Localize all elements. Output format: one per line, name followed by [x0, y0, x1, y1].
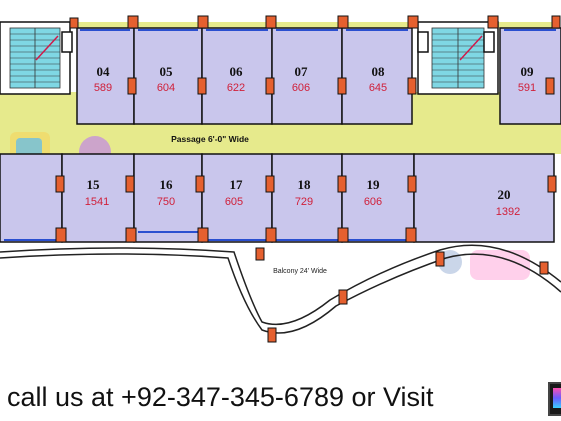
unit-number: 04: [97, 64, 111, 79]
unit-17[interactable]: [201, 153, 273, 243]
unit-number: 07: [295, 64, 309, 79]
unit-area: 606: [292, 82, 310, 94]
unit-20[interactable]: [413, 153, 555, 243]
contact-text: s call us at +92-347-345-6789 or Visit: [0, 382, 434, 412]
stair-left: [0, 21, 73, 95]
unit-area: 589: [94, 82, 112, 94]
unit-area: 591: [518, 82, 536, 94]
unit-area: 645: [369, 82, 387, 94]
passage-label: Passage 6'-0" Wide: [171, 134, 249, 144]
stair-right: [417, 21, 499, 95]
unit-number: 16: [160, 177, 174, 192]
unit-number: 05: [160, 64, 174, 79]
contact-footer: s call us at +92-347-345-6789 or Visit: [0, 380, 561, 421]
unit-area: 1541: [85, 196, 109, 208]
unit-number: 08: [372, 64, 386, 79]
balcony-outline: [0, 244, 561, 334]
unit-number: 15: [87, 177, 101, 192]
unit-number: 17: [230, 177, 244, 192]
unit-area: 1392: [496, 206, 520, 218]
site-logo-icon[interactable]: [548, 382, 561, 416]
unit-number: 09: [521, 64, 535, 79]
balcony-label: Balcony 24' Wide: [273, 268, 327, 275]
unit-area: 605: [225, 196, 243, 208]
unit-06[interactable]: [201, 27, 273, 125]
columns: [55, 15, 561, 243]
top-units: [76, 27, 561, 125]
bottom-units: [0, 153, 555, 243]
unit-09[interactable]: [499, 27, 561, 125]
unit-area: 622: [227, 82, 245, 94]
unit-number: 06: [230, 64, 244, 79]
unit-number: 19: [367, 177, 381, 192]
unit-area: 729: [295, 196, 313, 208]
unit-08[interactable]: [341, 27, 413, 125]
balcony-columns: [255, 247, 549, 343]
unit-number: 20: [498, 187, 511, 202]
unit-area: 604: [157, 82, 175, 94]
unit-area: 750: [157, 196, 175, 208]
unit-area: 606: [364, 196, 382, 208]
passage-upper-band: [70, 22, 560, 28]
unit-number: 18: [298, 177, 312, 192]
unit-19[interactable]: [341, 153, 415, 243]
unit-15-left[interactable]: [0, 153, 63, 243]
unit-04[interactable]: [76, 27, 135, 125]
